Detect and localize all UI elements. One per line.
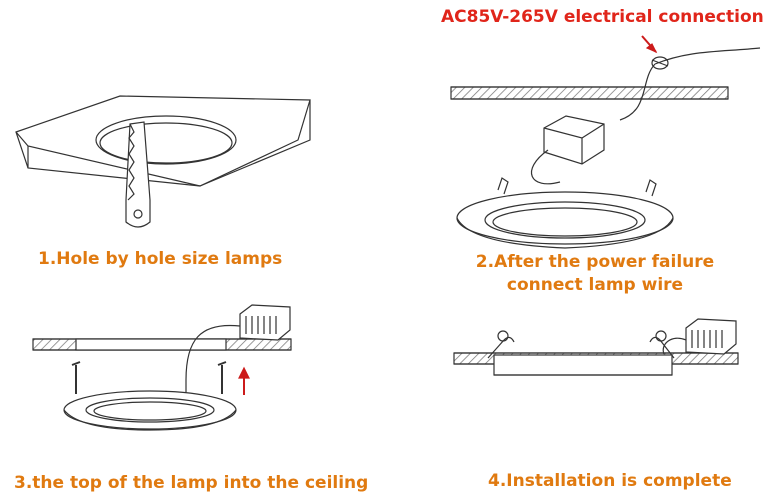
supply-wire <box>654 47 761 65</box>
step-4-caption: 4.Installation is complete <box>488 471 732 491</box>
step-2-caption-line-1: 2.After the power failure <box>475 252 715 272</box>
push-up-arrow <box>238 366 250 395</box>
driver-box-4 <box>685 318 737 355</box>
step-3-caption: 3.the top of the lamp into the ceiling <box>14 473 369 493</box>
lamp-panel-2 <box>456 177 674 249</box>
lamp-body-4 <box>493 354 673 376</box>
saw-icon <box>125 121 151 228</box>
ceiling-board <box>450 86 729 100</box>
connector-icon <box>651 56 669 70</box>
step-2-caption-line-2: connect lamp wire <box>506 275 684 295</box>
lamp-panel-3 <box>63 390 237 431</box>
step-1-caption: 1.Hole by hole size lamps <box>38 249 283 269</box>
driver-box <box>543 115 605 165</box>
panel-3-drawing <box>32 304 292 431</box>
driver-box-3 <box>239 304 291 341</box>
electrical-connection-caption: AC85V-265V electrical connection <box>441 7 764 27</box>
panel-1-drawing <box>15 95 311 228</box>
panel-2-drawing <box>450 35 761 249</box>
panel-4-drawing <box>453 318 739 376</box>
